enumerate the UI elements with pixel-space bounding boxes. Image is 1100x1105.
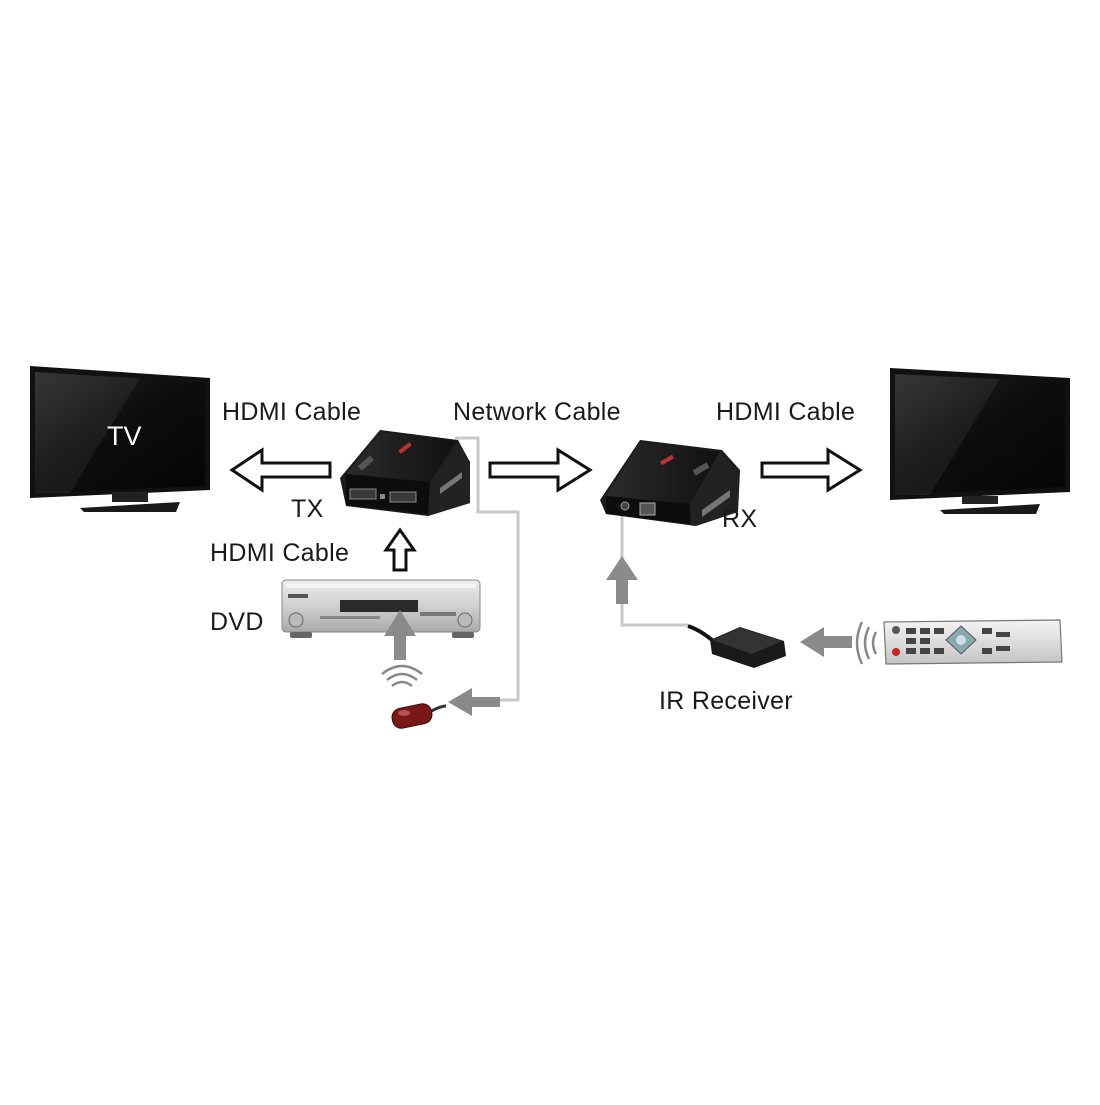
ir-arrow-to-rx xyxy=(606,556,638,604)
hdmi-cable-label-left: HDMI Cable xyxy=(222,398,362,426)
ir-receiver-cable-line xyxy=(620,510,688,627)
tx-label: TX xyxy=(291,495,324,523)
arrow-rx-to-tv xyxy=(760,447,863,493)
ir-arrow-to-emitter xyxy=(448,688,500,716)
tv-left-icon xyxy=(30,366,210,512)
hdmi-cable-input-label: HDMI Cable xyxy=(210,539,350,567)
tv-right-icon xyxy=(890,368,1070,514)
ir-receiver-icon xyxy=(687,624,786,668)
remote-control-icon xyxy=(883,619,1063,665)
tx-extender-icon xyxy=(340,430,470,516)
arrow-tx-to-tv xyxy=(229,447,332,493)
network-cable-label: Network Cable xyxy=(453,398,621,426)
ir-arrow-remote-to-receiver xyxy=(800,627,852,657)
dvd-player-icon xyxy=(281,579,481,638)
ir-arrow-to-dvd xyxy=(384,610,416,660)
ir-receiver-label: IR Receiver xyxy=(659,687,793,715)
arrow-dvd-to-tx xyxy=(383,527,417,572)
rx-extender-icon xyxy=(600,440,740,526)
network-cable-line xyxy=(455,436,520,702)
ir-wave-remote-icon xyxy=(855,621,878,665)
ir-wave-emitter-icon xyxy=(381,664,423,688)
ir-emitter-icon xyxy=(391,703,447,729)
tv-label: TV xyxy=(107,421,142,451)
rx-label: RX xyxy=(722,505,758,533)
hdmi-cable-label-right: HDMI Cable xyxy=(716,398,856,426)
arrow-tx-to-rx xyxy=(488,447,593,493)
dvd-label: DVD xyxy=(210,608,264,636)
